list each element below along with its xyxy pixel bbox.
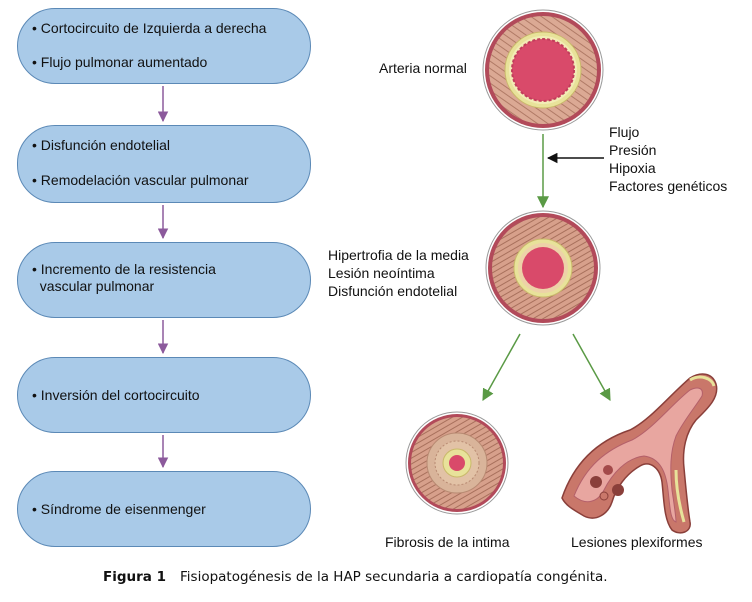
fibrosis-artery-image [405,411,509,515]
figure-caption: Figura 1 Fisiopatogénesis de la HAP secun… [103,569,608,585]
flow-box-line: • Disfunción endotelial [32,137,170,153]
normal-artery-image [482,9,604,131]
flow-box-shunt-flow: • Cortocircuito de Izquierda a derecha •… [17,8,311,84]
factor-label: Hipoxia [609,160,656,176]
normal-artery-label: Arteria normal [379,60,467,76]
flow-box-line: vascular pulmonar [32,278,155,294]
factor-label: Flujo [609,124,640,140]
flow-box-eisenmenger: • Síndrome de eisenmenger [17,471,311,547]
figure-number: Figura 1 [103,569,166,585]
flow-box-line: • Remodelación vascular pulmonar [32,172,249,188]
progression-arrow [482,333,521,402]
figure-caption-text: Fisiopatogénesis de la HAP secundaria a … [180,569,608,585]
remodeled-artery-label: Disfunción endotelial [328,283,458,299]
remodeled-artery-label: Lesión neoíntima [328,265,435,281]
flow-box-line: • Flujo pulmonar aumentado [32,54,208,70]
flow-box-line: • Síndrome de eisenmenger [32,501,206,517]
remodeled-artery-label: Hipertrofia de la media [328,247,469,263]
flow-box-resistance: • Incremento de la resistencia vascular … [17,242,311,318]
remodeled-artery-image [485,210,601,326]
plexiform-lesion-image [561,373,718,534]
plexiform-label: Lesiones plexiformes [571,534,703,550]
flow-box-line: • Cortocircuito de Izquierda a derecha [32,20,267,36]
factor-label: Presión [609,142,657,158]
factor-label: Factores genéticos [609,178,728,194]
flow-box-line: • Incremento de la resistencia [32,261,216,277]
flow-box-endothelial: • Disfunción endotelial • Remodelación v… [17,125,311,203]
flow-box-shunt-reversal: • Inversión del cortocircuito [17,357,311,433]
flow-box-line: • Inversión del cortocircuito [32,387,200,403]
progression-arrow [572,333,611,402]
fibrosis-label: Fibrosis de la intima [385,534,510,550]
